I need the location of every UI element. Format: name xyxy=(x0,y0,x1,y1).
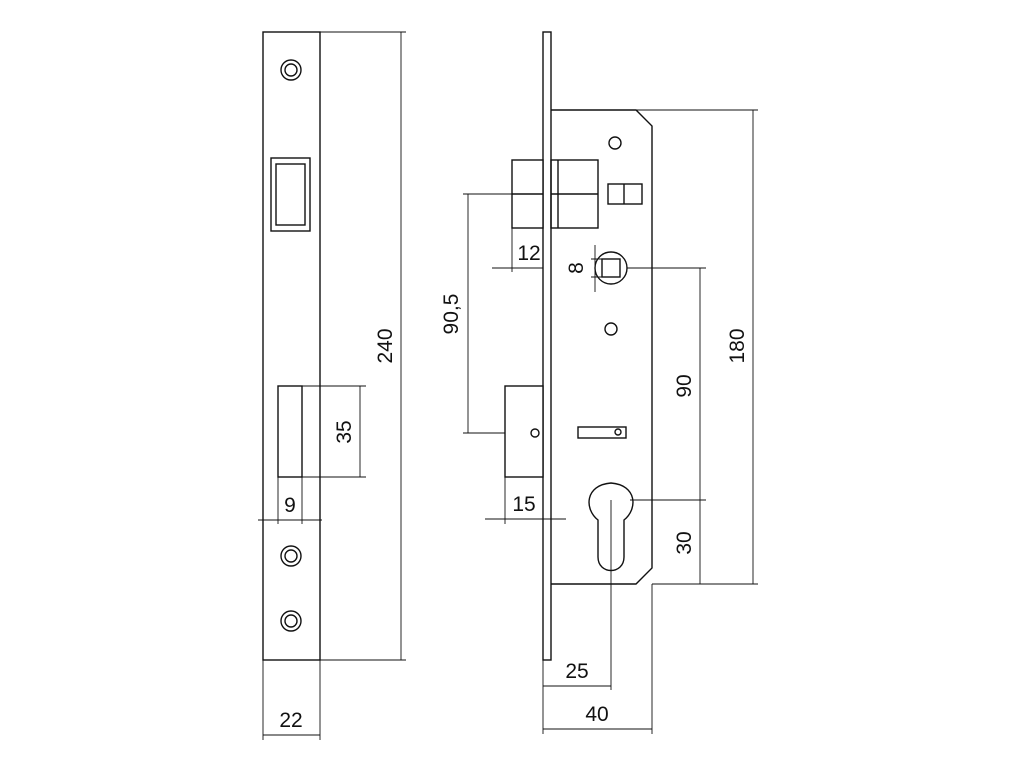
screw-hole-middle xyxy=(280,545,302,567)
dim-backset: 25 xyxy=(542,500,612,734)
dim-faceplate-width-label: 22 xyxy=(279,709,302,732)
dim-latch-slot-height: 35 xyxy=(302,385,366,478)
dim-faceplate-height: 240 xyxy=(320,31,406,661)
spindle-hub xyxy=(594,251,628,285)
latch-pin xyxy=(530,428,540,438)
dim-case-height: 180 xyxy=(636,109,758,584)
dim-bolt-to-latch-label: 90,5 xyxy=(440,294,463,335)
dim-case-height-label: 180 xyxy=(726,328,749,363)
dim-faceplate-height-label: 240 xyxy=(374,328,397,363)
dim-bolt-width: 12 xyxy=(492,228,543,272)
dim-spindle-to-cylinder-label: 90 xyxy=(673,374,696,397)
latch-slot xyxy=(277,385,303,478)
deadbolt xyxy=(511,159,599,229)
faceplate-front-view: 240 35 9 22 xyxy=(258,31,406,740)
tumbler xyxy=(607,183,643,205)
dim-case-depth: 40 xyxy=(543,584,653,734)
deadbolt-slot xyxy=(270,157,311,232)
screw-hole-bottom xyxy=(280,610,302,632)
dim-backset-label: 25 xyxy=(565,660,588,683)
latch-bolt xyxy=(504,385,544,478)
dim-cylinder-to-bottom-label: 30 xyxy=(673,531,696,554)
dim-spindle-size: 8 xyxy=(565,245,620,292)
screw-hole-top xyxy=(280,59,302,81)
case-hole-top xyxy=(608,136,622,150)
dim-latch-slot-height-label: 35 xyxy=(333,420,356,443)
dim-latch-width: 15 xyxy=(485,477,566,524)
latch-slot-internal xyxy=(577,426,627,439)
dim-case-depth-label: 40 xyxy=(585,703,608,726)
case-hole-middle xyxy=(604,322,618,336)
dim-latch-slot-width: 9 xyxy=(258,477,322,524)
dim-faceplate-width: 22 xyxy=(262,660,321,740)
dim-spindle-size-label: 8 xyxy=(565,262,588,274)
dim-bolt-to-latch: 90,5 xyxy=(440,193,512,434)
side-faceplate xyxy=(542,31,552,661)
faceplate-outline xyxy=(262,31,321,661)
dim-latch-slot-width-label: 9 xyxy=(284,494,296,517)
lock-body-side-view: 12 8 90,5 15 90 xyxy=(440,31,758,734)
dim-spindle-to-cylinder: 90 xyxy=(627,267,706,584)
cylinder-cutout xyxy=(588,482,634,572)
lock-case xyxy=(551,109,653,585)
dim-bolt-width-label: 12 xyxy=(517,242,540,265)
dim-latch-width-label: 15 xyxy=(512,493,535,516)
dim-cylinder-to-bottom: 30 xyxy=(652,531,758,585)
